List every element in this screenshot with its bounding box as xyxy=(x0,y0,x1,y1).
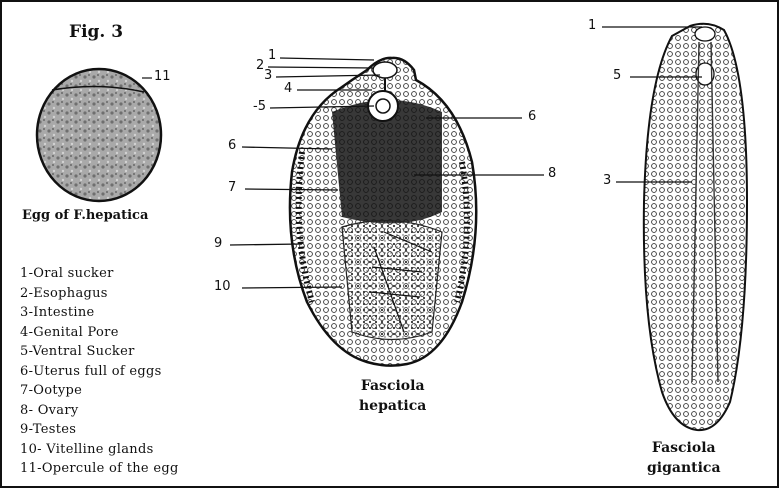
legend-item: 11-Opercule of the egg xyxy=(20,459,179,479)
gigantica-label-3: 3 xyxy=(603,173,611,188)
legend-item: 3-Intestine xyxy=(20,303,179,323)
hepatica-caption-line1: Fasciola xyxy=(359,376,426,396)
legend-item: 4-Genital Pore xyxy=(20,323,179,343)
egg-drawing xyxy=(37,69,161,201)
gigantica-caption-line2: gigantica xyxy=(647,458,721,478)
hepatica-caption: Fasciola hepatica xyxy=(359,376,426,416)
egg-caption: Egg of F.hepatica xyxy=(22,208,148,223)
hepatica-label-9: 9 xyxy=(214,236,222,251)
legend-item: 7-Ootype xyxy=(20,381,179,401)
hepatica-caption-line2: hepatica xyxy=(359,396,426,416)
hepatica-label-7: 7 xyxy=(228,180,236,195)
legend-item: 8- Ovary xyxy=(20,401,179,421)
gigantica-label-1: 1 xyxy=(588,18,596,33)
hepatica-drawing xyxy=(290,58,476,366)
hepatica-label-6-left: 6 xyxy=(228,138,236,153)
legend-item: 5-Ventral Sucker xyxy=(20,342,179,362)
legend-item: 1-Oral sucker xyxy=(20,264,179,284)
legend-item: 6-Uterus full of eggs xyxy=(20,362,179,382)
legend-item: 10- Vitelline glands xyxy=(20,440,179,460)
hepatica-label-4: 4 xyxy=(284,81,292,96)
gigantica-caption-line1: Fasciola xyxy=(647,438,721,458)
hepatica-label-8: 8 xyxy=(548,166,556,181)
legend-list: 1-Oral sucker 2-Esophagus 3-Intestine 4-… xyxy=(20,264,179,479)
gigantica-caption: Fasciola gigantica xyxy=(647,438,721,478)
gigantica-drawing xyxy=(644,24,747,430)
gigantica-label-5: 5 xyxy=(613,68,621,83)
legend-item: 9-Testes xyxy=(20,420,179,440)
hepatica-label-10: 10 xyxy=(214,279,231,294)
hepatica-label-1: 1 xyxy=(268,48,276,63)
hepatica-label-5: -5 xyxy=(253,99,266,114)
egg-label-opercule: 11 xyxy=(154,69,171,84)
legend-item: 2-Esophagus xyxy=(20,284,179,304)
hepatica-label-3: 3 xyxy=(264,68,272,83)
hepatica-label-6-right: 6 xyxy=(528,109,536,124)
figure-title: Fig. 3 xyxy=(69,22,123,42)
